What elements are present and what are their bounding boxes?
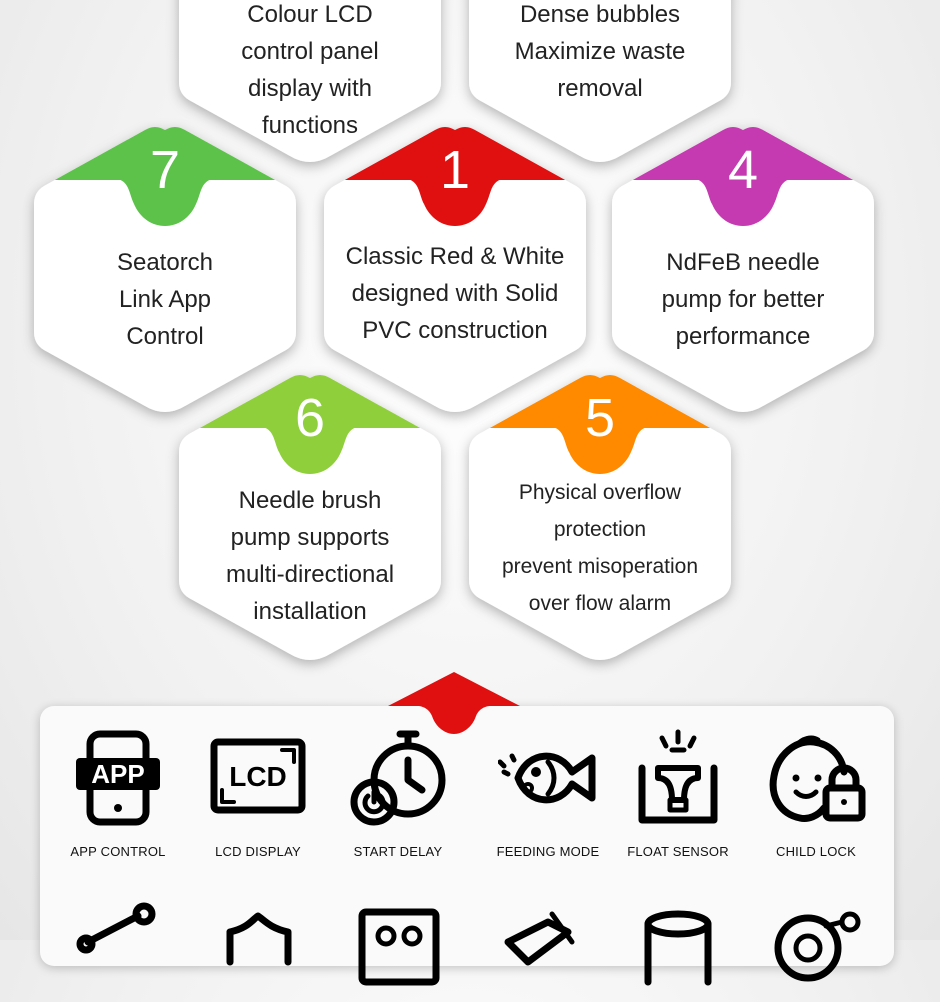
hexagon-shape <box>324 127 586 412</box>
feature-row2-4 <box>468 902 608 1002</box>
feature-hex-grid: Colour LCD control panel display with funct… <box>30 0 878 666</box>
hex-number: 4 <box>727 140 759 200</box>
hex-description: Physical overflow protection prevent misop… <box>489 474 711 622</box>
feature-lcd-display: LCD LCD DISPLAY <box>188 728 328 859</box>
feature-label: FLOAT SENSOR <box>627 844 729 859</box>
hex-card-top-left: Colour LCD control panel display with funct… <box>175 0 445 168</box>
feature-icons-panel: APP APP CONTROL LCD LCD DISPLAY START DE… <box>40 706 894 986</box>
lcd-icon-text: LCD <box>229 761 287 792</box>
hex-number: 1 <box>439 140 471 200</box>
cylinder-icon <box>644 910 712 986</box>
hex-text-line: PVC construction <box>362 317 548 344</box>
feature-label: LCD DISPLAY <box>215 844 301 859</box>
hex-text-line: pump for better <box>661 286 825 313</box>
hex-text-line: Control <box>126 323 204 350</box>
hex-text-line: Maximize waste <box>514 38 686 65</box>
hexagon-shape <box>469 0 731 162</box>
hex-text-line: NdFeB needle <box>666 249 820 276</box>
hex-text-line: Classic Red & White <box>345 243 565 270</box>
lcd-display-icon: LCD <box>210 738 306 814</box>
hex-text-line: multi-directional <box>225 561 395 588</box>
panel-accent-tab <box>388 672 520 734</box>
feature-row2-5 <box>608 902 748 1002</box>
hex-description: NdFeB needle pump for better performance <box>632 244 854 355</box>
feature-app-control: APP APP CONTROL <box>48 728 188 859</box>
feature-label: APP CONTROL <box>70 844 166 859</box>
shield-icon <box>226 912 292 966</box>
feature-label: FEEDING MODE <box>496 844 600 859</box>
hex-number: 6 <box>294 388 326 448</box>
feature-child-lock: CHILD LOCK <box>746 728 886 859</box>
hex-text-line: Dense bubbles <box>519 1 681 28</box>
hex-text-line: removal <box>557 75 643 102</box>
motor-icon <box>774 911 861 982</box>
fish-icon <box>498 752 596 804</box>
feature-row2-1 <box>48 902 188 1002</box>
hexagon-shape <box>612 127 874 412</box>
stopwatch-icon <box>350 730 446 826</box>
hex-description: Needle brush pump supports multi-direction… <box>199 482 421 630</box>
hex-text-line: installation <box>253 598 367 625</box>
hexagon-shape <box>179 375 441 660</box>
hex-description: Colour LCD control panel display with funct… <box>199 0 421 144</box>
tool-icon <box>76 902 156 954</box>
hexagon-shape <box>34 127 296 412</box>
feature-feeding-mode: FEEDING MODE <box>478 728 618 859</box>
child-lock-icon <box>769 735 866 822</box>
float-sensor-icon <box>638 729 718 824</box>
hex-number: 5 <box>584 388 616 448</box>
hex-text-line: control panel <box>241 38 379 65</box>
feature-row2-6 <box>746 902 886 1002</box>
hexagon-shape <box>469 375 731 660</box>
feature-row2-3 <box>328 902 468 1002</box>
hex-text-line: pump supports <box>230 524 390 551</box>
filter-media-icon <box>358 908 440 986</box>
hex-text-line: prevent misoperation <box>501 555 699 578</box>
app-phone-icon: APP <box>76 730 160 826</box>
hex-text-line: performance <box>675 323 811 350</box>
hex-text-line: Colour LCD <box>247 1 373 28</box>
pump-icon <box>504 911 575 966</box>
hex-text-line: functions <box>261 112 359 139</box>
feature-row2-2 <box>188 902 328 1002</box>
app-icon-text: APP <box>91 759 144 789</box>
hex-text-line: Physical overflow <box>518 481 682 504</box>
feature-float-sensor: FLOAT SENSOR <box>608 728 748 859</box>
hex-text-line: over flow alarm <box>528 592 672 615</box>
hex-text-line: Link App <box>118 286 212 313</box>
hex-text-line: Needle brush <box>238 487 382 514</box>
hex-text-line: Seatorch <box>116 249 214 276</box>
hex-text-line: display with <box>247 75 373 102</box>
feature-start-delay: START DELAY <box>328 728 468 859</box>
hex-number: 7 <box>149 140 181 200</box>
feature-label: START DELAY <box>353 844 443 859</box>
hexagon-shape <box>179 0 441 162</box>
hex-text-line: protection <box>553 518 647 541</box>
feature-label: CHILD LOCK <box>775 844 857 859</box>
hex-text-line: designed with Solid <box>351 280 559 307</box>
